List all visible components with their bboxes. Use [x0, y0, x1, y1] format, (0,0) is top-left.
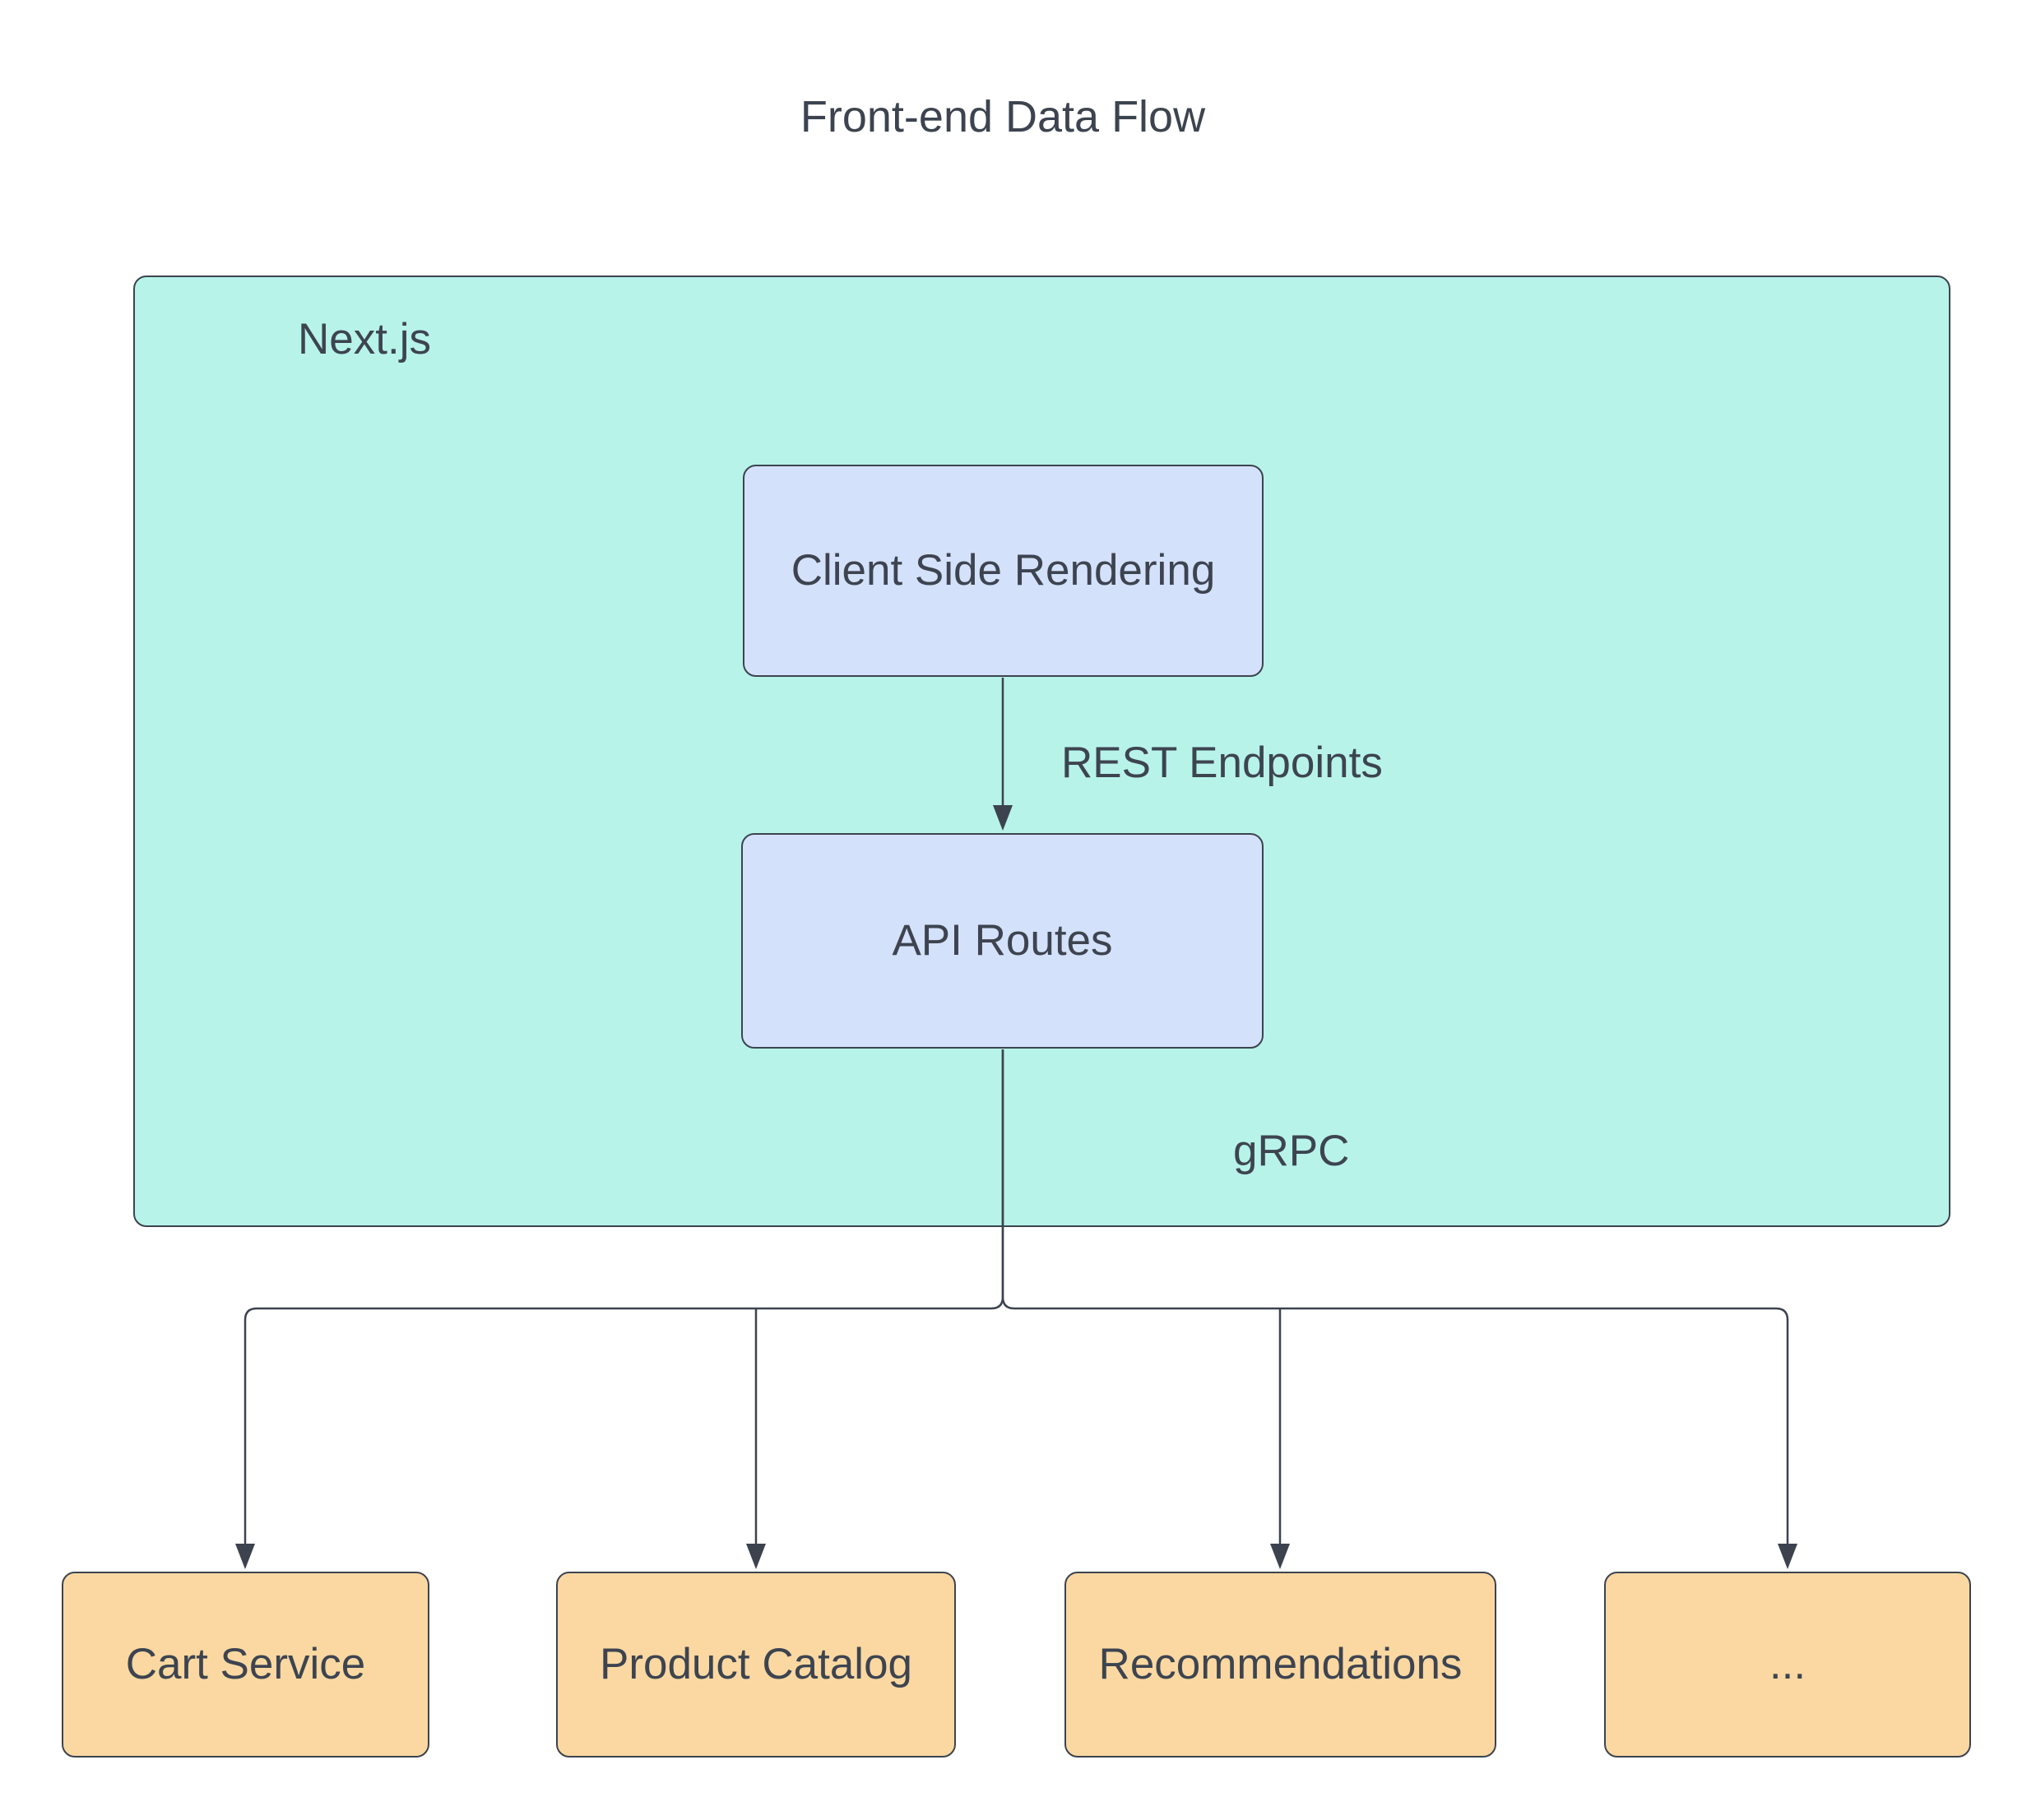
node-api-routes: API Routes — [741, 833, 1264, 1049]
node-recommendations: Recommendations — [1064, 1572, 1496, 1757]
node-label: Product Catalog — [599, 1640, 913, 1688]
nextjs-container-label: Next.js — [298, 315, 431, 364]
node-product-catalog: Product Catalog — [556, 1572, 956, 1757]
node-label: Client Side Rendering — [791, 546, 1216, 595]
node-label: API Routes — [892, 916, 1113, 965]
node-label: ... — [1769, 1640, 1806, 1688]
nextjs-container — [133, 276, 1950, 1227]
node-client-side-rendering: Client Side Rendering — [743, 465, 1264, 677]
arrowhead-cart-icon — [235, 1544, 255, 1569]
node-label: Cart Service — [125, 1640, 366, 1688]
diagram-title: Front-end Data Flow — [800, 92, 1206, 141]
arrowhead-recommendations-icon — [1270, 1544, 1290, 1569]
node-label: Recommendations — [1098, 1640, 1463, 1688]
arrowhead-more-icon — [1778, 1544, 1797, 1569]
edge-label-rest-endpoints: REST Endpoints — [1061, 739, 1383, 787]
edge-label-grpc: gRPC — [1233, 1127, 1350, 1175]
node-cart-service: Cart Service — [62, 1572, 429, 1757]
arrowhead-catalog-icon — [746, 1544, 766, 1569]
node-more-services: ... — [1604, 1572, 1971, 1757]
